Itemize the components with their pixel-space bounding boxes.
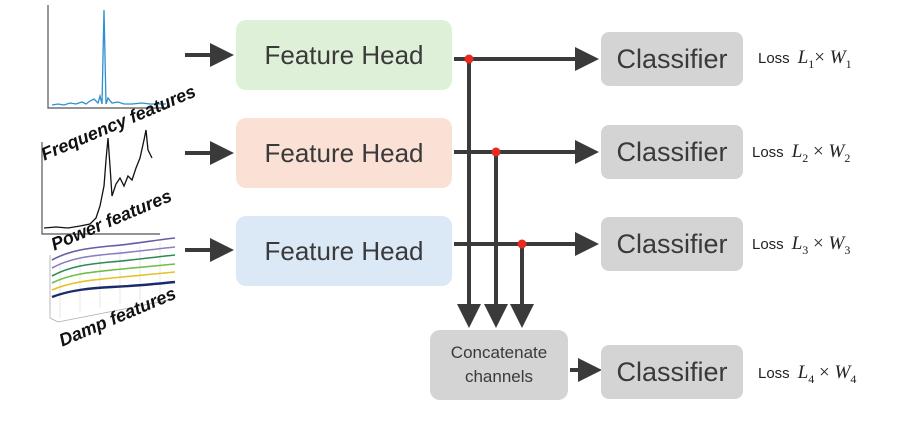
weight-index: 1 [845, 56, 852, 71]
weight-symbol: W [828, 141, 845, 162]
weight-index: 3 [844, 242, 851, 257]
classifier-1: Classifier [601, 32, 743, 86]
loss-index: 1 [808, 56, 815, 71]
loss-word: Loss [758, 50, 790, 67]
feature-head-2: Feature Head [236, 118, 452, 188]
loss-symbol: L [797, 47, 809, 68]
weight-symbol: W [828, 233, 845, 254]
damp-curves-plot [49, 237, 176, 323]
weight-index: 4 [850, 371, 857, 386]
loss-index: 3 [802, 242, 809, 257]
loss-word: Loss [752, 236, 784, 253]
junction-dot-2 [491, 147, 501, 157]
feature-head-3: Feature Head [236, 216, 452, 286]
loss-word: Loss [758, 365, 790, 382]
weight-symbol: W [834, 362, 851, 383]
weight-index: 2 [844, 150, 851, 165]
classifier-3: Classifier [601, 217, 743, 271]
classifier-2: Classifier [601, 125, 743, 179]
loss-word: Loss [752, 144, 784, 161]
frequency-spectrum-plot [47, 5, 168, 109]
loss-index: 2 [802, 150, 809, 165]
junction-dot-3 [517, 239, 527, 249]
classifier-4: Classifier [601, 345, 743, 399]
concatenate-channels-box: Concatenate channels [430, 330, 568, 400]
power-spectrum-plot [41, 129, 160, 235]
loss-symbol: L [791, 141, 803, 162]
weight-symbol: W [829, 47, 846, 68]
loss-symbol: L [791, 233, 803, 254]
junction-dot-1 [464, 54, 474, 64]
loss-symbol: L [797, 362, 809, 383]
loss-index: 4 [808, 371, 815, 386]
feature-head-1: Feature Head [236, 20, 452, 90]
